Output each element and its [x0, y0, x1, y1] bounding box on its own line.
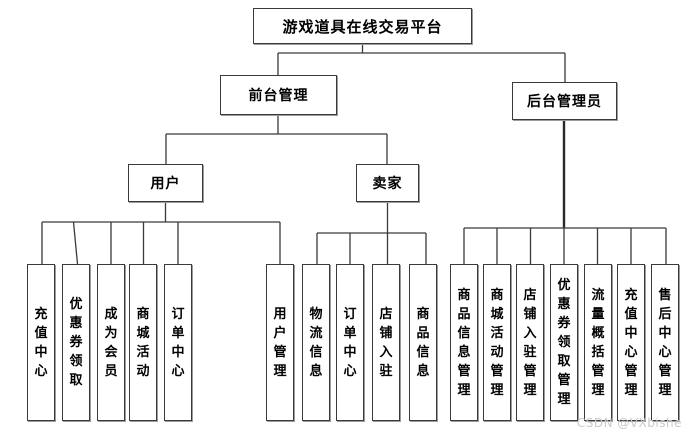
- leaf-mall-activity-management: 商城活动管理: [483, 264, 511, 421]
- leaf-product-info: 商品信息: [409, 264, 437, 421]
- leaf-shop-entry-management: 店铺入驻管理: [516, 264, 544, 421]
- leaf-mall-activity: 商城活动: [129, 264, 157, 421]
- leaf-label: 充值中心管理: [624, 287, 638, 398]
- leaf-after-sales-center-management: 售后中心管理: [651, 264, 679, 421]
- leaf-order-center-seller: 订单中心: [336, 264, 364, 421]
- node-user: 用户: [128, 164, 203, 202]
- leaf-label: 店铺入驻: [379, 306, 393, 379]
- leaf-recharge-center: 充值中心: [27, 264, 55, 421]
- leaf-label: 售后中心管理: [658, 287, 672, 398]
- leaf-label: 商城活动: [136, 306, 150, 379]
- leaf-user-management: 用户管理: [266, 264, 294, 421]
- leaf-label: 优惠券领取: [69, 297, 83, 388]
- leaf-product-info-management: 商品信息管理: [450, 264, 478, 421]
- leaf-label: 商品信息管理: [457, 287, 471, 398]
- node-seller: 卖家: [356, 164, 419, 202]
- leaf-label: 物流信息: [309, 306, 323, 379]
- leaf-label: 店铺入驻管理: [523, 287, 537, 398]
- leaf-label: 优惠券领取管理: [557, 278, 571, 407]
- leaf-label: 充值中心: [34, 306, 48, 379]
- leaf-label: 用户管理: [273, 306, 287, 379]
- leaf-label: 流量概括管理: [591, 287, 605, 398]
- leaf-label: 商城活动管理: [490, 287, 504, 398]
- leaf-label: 商品信息: [416, 306, 430, 379]
- leaf-label: 订单中心: [343, 306, 357, 379]
- leaf-traffic-overview-management: 流量概括管理: [584, 264, 612, 421]
- node-platform-root: 游戏道具在线交易平台: [253, 8, 472, 44]
- node-backend-admin: 后台管理员: [512, 82, 617, 120]
- csdn-watermark: CSDN @VXbishe: [576, 416, 682, 430]
- leaf-label: 成为会员: [104, 306, 118, 379]
- leaf-coupon-claim-management: 优惠券领取管理: [550, 264, 578, 421]
- node-frontend-management: 前台管理: [220, 75, 337, 115]
- leaf-coupon-claim: 优惠券领取: [62, 264, 90, 421]
- leaf-become-member: 成为会员: [97, 264, 125, 421]
- leaf-recharge-center-management: 充值中心管理: [617, 264, 645, 421]
- leaf-order-center: 订单中心: [164, 264, 192, 421]
- leaf-label: 订单中心: [171, 306, 185, 379]
- leaf-shop-entry: 店铺入驻: [372, 264, 400, 421]
- leaf-logistics-info: 物流信息: [302, 264, 330, 421]
